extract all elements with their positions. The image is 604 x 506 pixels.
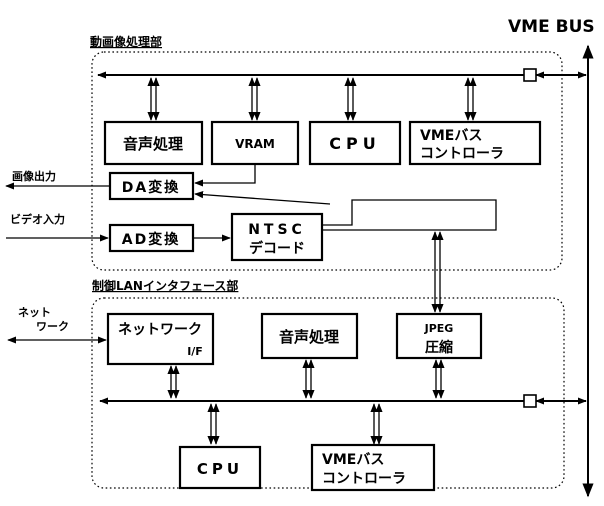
video-audio-box (103, 120, 204, 166)
video-bus-connector (523, 68, 537, 82)
video-section-frame (91, 51, 563, 271)
ntsc-to-da-arrow (194, 191, 331, 205)
network-label-line2: ワーク (36, 320, 69, 333)
lan-vme-controller-line2: コントローラ (322, 471, 406, 487)
video-bus-links (147, 77, 477, 121)
jpeg-line1: JPEG (424, 322, 454, 335)
video-section-title: 動画像処理部 (90, 34, 162, 49)
jpeg-line2: 圧縮 (425, 339, 453, 356)
ntsc-decoder-box (230, 212, 324, 262)
video-cpu-box (308, 120, 402, 166)
vram-to-da-line (194, 164, 256, 187)
lan-cpu-box (178, 445, 262, 490)
lan-bottom-links (207, 403, 383, 445)
video-audio-label: 音声処理 (123, 135, 183, 153)
lan-audio-box (260, 312, 359, 360)
ntsc-output-loop (322, 199, 497, 231)
video-out-label: 画像出力 (12, 169, 56, 183)
network-label-line1: ネット (18, 306, 51, 319)
lan-vme-controller-line1: VMEバス (322, 452, 384, 468)
video-vme-controller-line2: コントローラ (420, 146, 504, 162)
ntsc-decoder-line1: NTSC (248, 222, 306, 238)
lan-bus-connector (523, 394, 537, 408)
network-if-line1: ネットワーク (118, 322, 202, 338)
ntsc-decoder-line2: デコード (249, 240, 305, 257)
video-cpu-label: CPU (329, 134, 380, 153)
ntsc-to-jpeg-link (431, 231, 444, 313)
video-in-label: ビデオ入力 (10, 212, 65, 226)
da-converter-box (108, 171, 195, 201)
jpeg-box (395, 312, 483, 360)
ad-converter-label: AD変換 (122, 231, 180, 248)
vme-bus-label: VME BUS (508, 17, 595, 37)
lan-cpu-label: CPU (197, 460, 243, 478)
lan-vme-controller-box (310, 443, 436, 492)
da-converter-label: DA変換 (122, 179, 180, 196)
video-vme-controller-line1: VMEバス (420, 128, 482, 144)
network-if-line2: I/F (187, 345, 203, 358)
lan-audio-label: 音声処理 (279, 328, 339, 346)
video-vme-controller-box (408, 120, 542, 166)
lan-top-links (167, 359, 445, 399)
lan-section-title: 制御LANインタフェース部 (92, 278, 238, 293)
network-if-box (106, 312, 215, 366)
vram-label: VRAM (235, 137, 275, 151)
lan-section-frame (91, 297, 565, 489)
